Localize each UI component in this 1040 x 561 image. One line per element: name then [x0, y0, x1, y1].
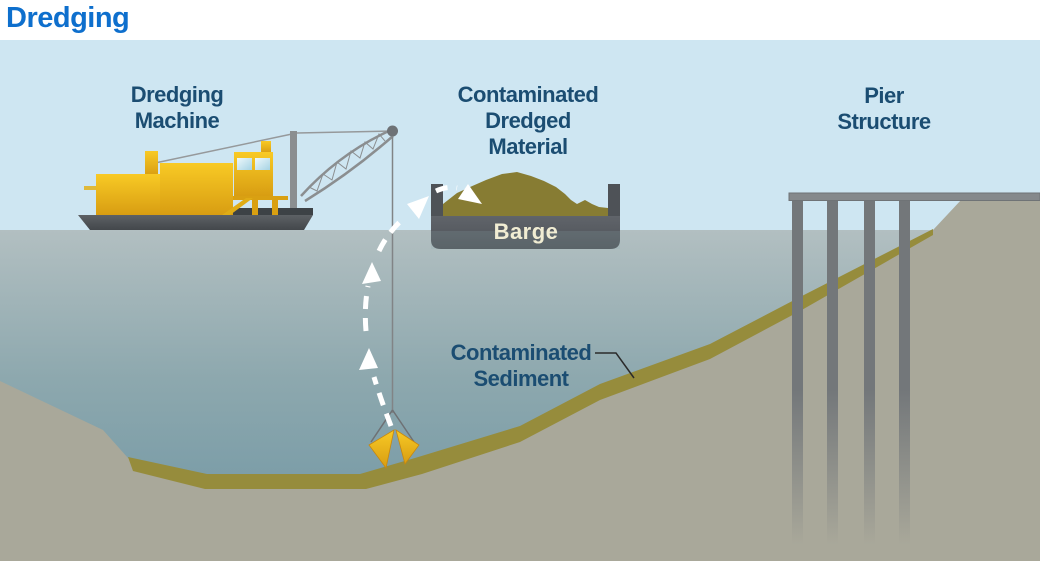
cab-window [237, 158, 252, 170]
bucket-shell-right [395, 429, 420, 465]
cab-leg [272, 200, 278, 215]
pier-post [792, 200, 803, 545]
bucket-shell-left [368, 429, 395, 469]
crane-boom [300, 128, 394, 203]
dredging-machine [78, 125, 398, 413]
exhaust-stack [145, 151, 158, 176]
boom-pulley [387, 125, 398, 137]
pier-post [864, 200, 875, 545]
pier-structure [788, 192, 1040, 545]
barge-wall-left [431, 184, 443, 218]
backstay-cable [154, 133, 293, 164]
barge-wall-right [608, 184, 620, 218]
pontoon-deck-strip [190, 208, 313, 215]
pier-deck [788, 192, 1040, 201]
pier-post [899, 200, 910, 545]
barge-hull [431, 216, 620, 249]
material-barge [431, 172, 620, 249]
crane-mast [290, 131, 297, 215]
side-pipe [84, 186, 96, 190]
arrowhead [407, 196, 429, 219]
label-barge: Barge [493, 219, 559, 244]
dredged-material-mound [443, 172, 608, 218]
machine-body-rear [96, 174, 162, 215]
arrowhead [359, 348, 378, 370]
cab-window [255, 158, 270, 170]
mast-tie-cable [296, 130, 393, 134]
dredge-path-arrows [359, 184, 482, 427]
cab-support-beam [233, 196, 288, 200]
arrowhead [362, 262, 381, 284]
cab-strut [222, 198, 253, 215]
cab-stack [261, 141, 271, 153]
seabed-ground [0, 199, 1040, 561]
sediment-pointer-line [595, 352, 635, 379]
pontoon-hull [78, 215, 313, 230]
arrowhead [458, 184, 482, 204]
waterline-tint [431, 231, 620, 249]
machine-body-front [160, 163, 233, 215]
clamshell-bucket [368, 409, 420, 469]
pier-post [827, 200, 838, 545]
cab-leg [252, 200, 258, 215]
page-title: Dredging [6, 2, 130, 34]
